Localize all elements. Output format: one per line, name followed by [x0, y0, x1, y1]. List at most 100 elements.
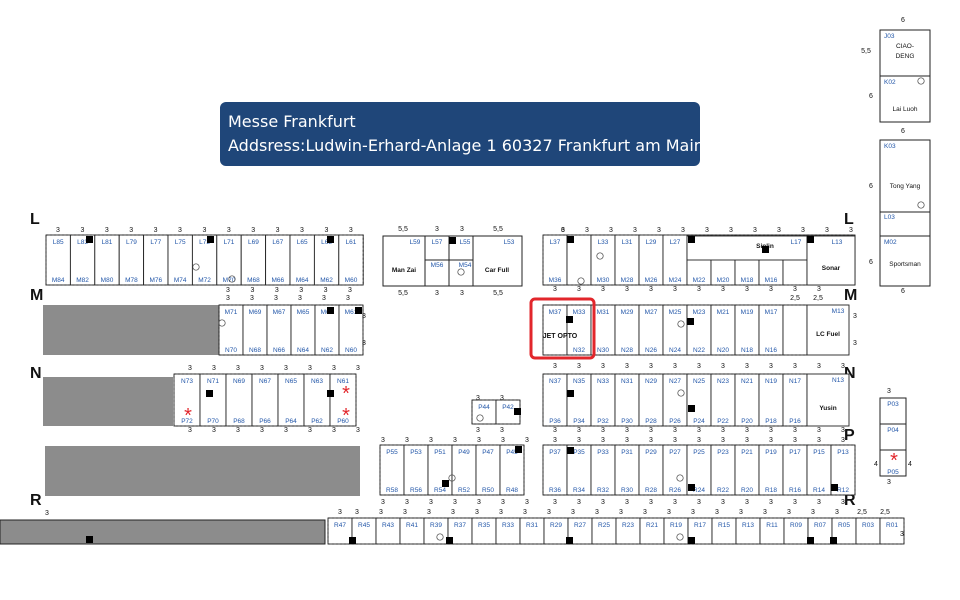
row-letter: R	[844, 492, 856, 509]
dimension-label: 3	[429, 437, 433, 444]
company-name: Yusin	[819, 405, 836, 412]
dimension-label: 3	[577, 437, 581, 444]
booth	[879, 139, 931, 213]
booth	[375, 517, 401, 545]
dimension-label: 3	[105, 227, 109, 234]
booth-code: N63	[311, 378, 323, 385]
booth-code: L61	[346, 239, 357, 246]
dimension-label: 3	[236, 365, 240, 372]
dimension-label: 3	[523, 509, 527, 516]
booth-code: N69	[233, 378, 245, 385]
dimension-label: 3	[188, 365, 192, 372]
booth	[313, 234, 340, 286]
booth-code: L13	[832, 239, 843, 246]
booth-code: N25	[693, 378, 705, 385]
booth-code: R37	[454, 522, 466, 529]
booth-code: P19	[765, 449, 777, 456]
booth	[734, 373, 760, 427]
company-name: CIAO-	[896, 43, 914, 50]
booth	[191, 234, 218, 286]
booth	[338, 234, 364, 286]
booth	[542, 304, 568, 356]
dimension-label: 3	[745, 499, 749, 506]
dimension-label: 3	[739, 509, 743, 516]
booth-code: M02	[884, 239, 897, 246]
dimension-label: 3	[585, 227, 589, 234]
booth	[879, 75, 931, 123]
booth-code: P13	[837, 449, 849, 456]
power-symbol	[228, 275, 236, 283]
booth-code: P35	[573, 449, 585, 456]
booth-code: P05	[887, 469, 899, 476]
dimension-label: 3	[251, 227, 255, 234]
dimension-label: 3	[338, 509, 342, 516]
dimension-label: 3	[625, 437, 629, 444]
dimension-label: 3	[643, 509, 647, 516]
dimension-label: 3	[769, 437, 773, 444]
dimension-label: 6	[869, 183, 873, 190]
booth-code: P51	[434, 449, 446, 456]
booth-code: M76	[149, 277, 162, 284]
row-letter: M	[30, 287, 43, 304]
power-symbol	[596, 252, 604, 260]
dimension-label: 3	[793, 437, 797, 444]
dimension-label: 3	[274, 295, 278, 302]
booth	[879, 423, 907, 451]
dimension-label: 3	[649, 499, 653, 506]
dimension-label: 3	[777, 227, 781, 234]
dimension-label: 2,5	[813, 295, 823, 302]
booth-code: M61	[345, 309, 358, 316]
booth-code: R19	[670, 522, 682, 529]
dimension-label: 3	[250, 295, 254, 302]
booth	[167, 234, 193, 286]
booth-code: L77	[150, 239, 161, 246]
asterisk-marker: *	[342, 383, 350, 405]
pillar-marker	[566, 316, 573, 323]
dimension-label: 3	[451, 509, 455, 516]
booth	[329, 373, 357, 427]
dimension-label: 3	[276, 227, 280, 234]
dimension-label: 3	[298, 295, 302, 302]
booth-code: L71	[224, 239, 235, 246]
booth	[542, 234, 568, 286]
booth-code: P47	[482, 449, 494, 456]
booth-code: R21	[646, 522, 658, 529]
dimension-label: 3	[697, 427, 701, 434]
asterisk-marker: *	[890, 450, 898, 472]
dimension-label: 3	[601, 427, 605, 434]
booth-code: M82	[76, 277, 89, 284]
dimension-label: 3	[525, 499, 529, 506]
booth	[448, 259, 474, 287]
reserved-area	[43, 305, 219, 355]
booth-code: P26	[669, 418, 681, 425]
dimension-label: 3	[260, 427, 264, 434]
booth-code: L59	[410, 239, 421, 246]
dimension-label: 3	[841, 437, 845, 444]
booth-code: P60	[337, 418, 349, 425]
dimension-label: 3	[625, 286, 629, 293]
booth-code: M27	[645, 309, 658, 316]
dimension-label: 3	[553, 437, 557, 444]
booth-code: P36	[549, 418, 561, 425]
pillar-marker	[349, 537, 356, 544]
booth	[639, 517, 665, 545]
dimension-label: 3	[887, 479, 891, 486]
dimension-label: 3	[697, 499, 701, 506]
booth-code: R16	[789, 487, 801, 494]
booth-code: P24	[693, 418, 705, 425]
booth-code: N31	[621, 378, 633, 385]
dimension-label: 3	[525, 437, 529, 444]
booth-code: M56	[431, 262, 444, 269]
booth-code: L27	[670, 239, 681, 246]
booth-code: R22	[717, 487, 729, 494]
booth-code: N37	[549, 378, 561, 385]
dimension-label: 3	[460, 226, 464, 233]
dimension-label: 3	[460, 290, 464, 297]
booth-code: R47	[334, 522, 346, 529]
dimension-label: 3	[625, 499, 629, 506]
booth	[266, 304, 292, 356]
dimension-label: 3	[729, 227, 733, 234]
booth-code: R39	[430, 522, 442, 529]
booth-code: L67	[272, 239, 283, 246]
booth-code: P18	[765, 418, 777, 425]
